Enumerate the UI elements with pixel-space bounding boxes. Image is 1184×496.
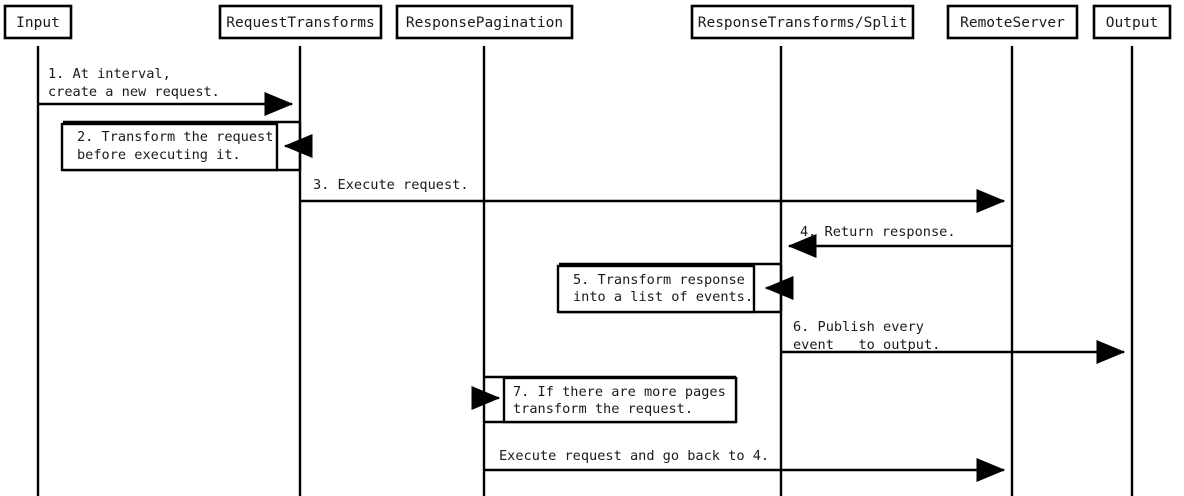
- participant-label: Input: [16, 15, 60, 31]
- message-label-line1: 2. Transform the request: [77, 129, 273, 145]
- message-label-line2: into a list of events.: [573, 289, 753, 305]
- message-6[interactable]: 6. Publish every event to output.: [781, 319, 1126, 364]
- participant-box[interactable]: [3, 4, 73, 40]
- message-5-self[interactable]: 5. Transform response into a list of eve…: [556, 262, 794, 314]
- participant-remoteserver[interactable]: RemoteServer: [946, 4, 1079, 40]
- message-label-line1: 1. At interval,: [48, 66, 171, 82]
- participant-label: RemoteServer: [960, 15, 1065, 31]
- message-3[interactable]: 3. Execute request.: [300, 177, 1006, 213]
- message-label-line2: before executing it.: [77, 147, 241, 163]
- message-2-self[interactable]: 2. Transform the request before executin…: [60, 120, 313, 172]
- participant-boxes: Input RequestTransforms ResponsePaginati…: [3, 4, 1172, 40]
- message-1[interactable]: 1. At interval, create a new request.: [38, 66, 294, 116]
- message-note-box: [60, 122, 279, 172]
- message-label-line1: Execute request and go back to 4.: [499, 448, 769, 464]
- participant-box[interactable]: [946, 4, 1079, 40]
- message-note-box: [502, 376, 738, 424]
- message-label-line2: transform the request.: [513, 401, 693, 417]
- message-note-box: [556, 264, 756, 314]
- participant-requesttransforms[interactable]: RequestTransforms: [218, 4, 383, 40]
- participant-box[interactable]: [1092, 4, 1172, 40]
- message-label-line1: 5. Transform response: [573, 272, 745, 288]
- participant-box[interactable]: [395, 4, 574, 40]
- participant-label: RequestTransforms: [226, 15, 374, 31]
- participant-input[interactable]: Input: [3, 4, 73, 40]
- message-label-line1: 4. Return response.: [800, 224, 956, 240]
- participant-responsepagination[interactable]: ResponsePagination: [395, 4, 574, 40]
- participant-box[interactable]: [690, 4, 915, 40]
- message-4[interactable]: 4. Return response.: [787, 224, 1012, 258]
- participant-output[interactable]: Output: [1092, 4, 1172, 40]
- message-7-self[interactable]: 7. If there are more pages transform the…: [471, 375, 738, 424]
- message-label-line1: 3. Execute request.: [313, 177, 469, 193]
- participant-responsetransforms-split[interactable]: ResponseTransforms/Split: [690, 4, 915, 40]
- message-label-line2: event to output.: [793, 337, 940, 353]
- participant-box[interactable]: [218, 4, 383, 40]
- participant-label: Output: [1106, 15, 1158, 31]
- message-label-line1: 6. Publish every: [793, 319, 924, 335]
- message-label-line2: create a new request.: [48, 84, 220, 100]
- participant-label: ResponsePagination: [406, 15, 563, 31]
- participant-label: ResponseTransforms/Split: [698, 15, 908, 31]
- message-label-line1: 7. If there are more pages: [513, 384, 726, 400]
- message-8[interactable]: Execute request and go back to 4.: [484, 448, 1006, 482]
